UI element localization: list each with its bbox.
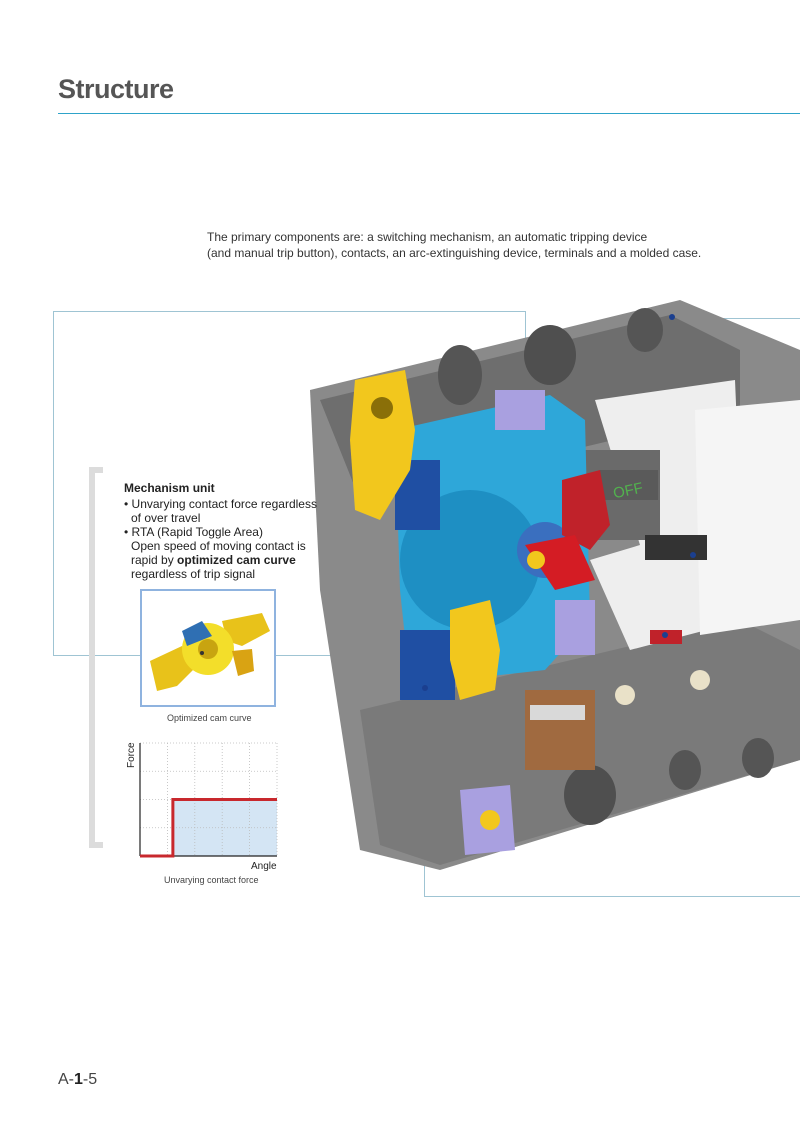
force-chart: Force Angle [126, 742, 278, 872]
title-divider [58, 113, 800, 114]
off-label: OFF [612, 479, 645, 502]
chart-plot [139, 742, 278, 858]
page-title: Structure [58, 74, 174, 104]
mechanism-bullet-2-cont-1: Open speed of moving contact is [131, 539, 306, 553]
mechanism-bullet-2-cont-3: regardless of trip signal [131, 567, 256, 581]
intro-line-1: The primary components are: a switching … [207, 230, 648, 244]
mechanism-bullet-2: • RTA (Rapid Toggle Area) [124, 525, 263, 539]
cam-image-box [140, 589, 276, 707]
mechanism-bullet-1: • Unvarying contact force regardless [124, 497, 317, 511]
bullet-text: rapid by [131, 553, 178, 567]
mechanism-bullet-2-cont-2: rapid by optimized cam curve [124, 553, 324, 567]
page-number-chapter: 1 [74, 1071, 83, 1088]
force-caption: Unvarying contact force [164, 875, 259, 885]
mechanism-bullet-1-cont: of over travel [131, 511, 201, 525]
page-number-prefix: A- [58, 1071, 74, 1088]
callout-line-top [676, 318, 800, 319]
x-axis-label: Angle [251, 861, 277, 872]
chart-area-fill [140, 799, 277, 856]
mechanism-bracket [89, 467, 103, 848]
mechanism-description: Mechanism unit • Unvarying contact force… [124, 481, 324, 581]
mechanism-heading: Mechanism unit [124, 481, 215, 495]
force-curve-line [140, 798, 277, 858]
page-number-suffix: -5 [82, 1071, 98, 1088]
intro-text: The primary components are: a switching … [207, 229, 727, 261]
bullet-emphasis: optimized cam curve [177, 553, 296, 567]
cam-caption: Optimized cam curve [167, 713, 252, 723]
intro-line-2: (and manual trip button), contacts, an a… [207, 246, 702, 260]
cam-illustration [150, 613, 270, 691]
page-number: A-1-5 [58, 1071, 97, 1089]
breaker-illustration: OFF [310, 300, 800, 870]
y-axis-label: Force [126, 742, 137, 768]
